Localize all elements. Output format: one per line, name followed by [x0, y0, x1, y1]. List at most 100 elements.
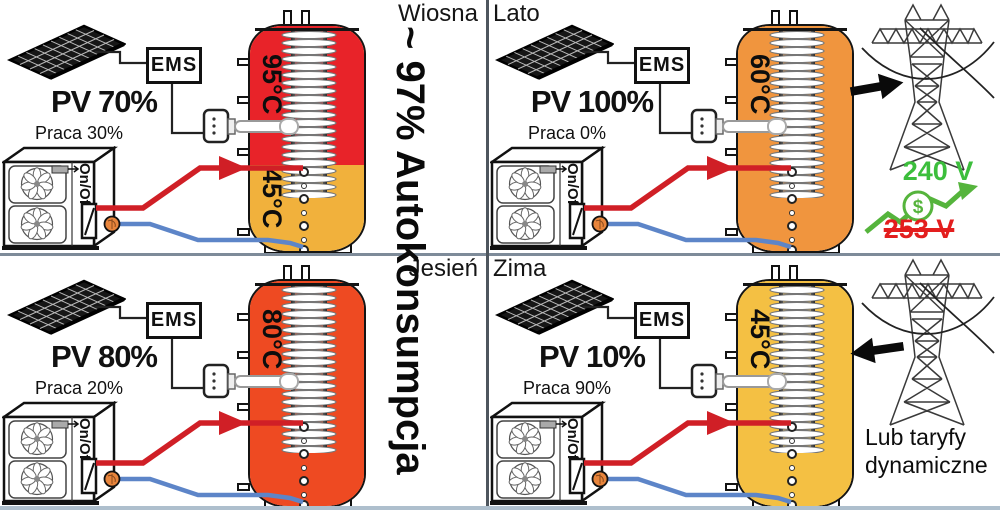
sensor-port-dot: [787, 449, 797, 459]
solar-panel-icon: [8, 279, 126, 335]
tank-temp-top-label: 95°C: [257, 54, 287, 115]
price-trend-icon: $: [864, 182, 978, 234]
solar-panel-icon: [8, 24, 126, 80]
season-quadrant: EMS PV 100% Praca 0% On/Of 60°C: [488, 0, 1000, 255]
season-label: Jesień: [408, 255, 478, 282]
electric-heater-icon: [690, 108, 788, 144]
tank-flange: [743, 28, 847, 31]
tank-flange: [255, 28, 359, 31]
vertical-divider: [486, 0, 489, 510]
ems-box: EMS: [634, 302, 690, 339]
tank-port: [725, 483, 738, 491]
sensor-port-dot: [301, 237, 307, 243]
sensor-port-dot: [301, 183, 307, 189]
heat-pump-onoff-label: On/Of: [564, 418, 581, 460]
heat-pump-icon: [2, 401, 122, 505]
tank-port: [725, 313, 738, 321]
tank-port: [237, 58, 250, 66]
sensor-port-dot: [789, 438, 795, 444]
sensor-port-dot: [787, 476, 797, 486]
solar-panel-icon: [496, 279, 614, 335]
heat-pump-icon: [490, 401, 610, 505]
sensor-port-dot: [299, 194, 309, 204]
bottom-edge-line: [0, 506, 1000, 510]
horizontal-divider: [0, 253, 1000, 256]
heatpump-duty-label: Praca 20%: [34, 378, 124, 398]
heat-pump-onoff-label: On/Of: [76, 163, 93, 205]
tank-port: [237, 96, 250, 104]
tank-port: [237, 228, 250, 236]
tank-port: [725, 96, 738, 104]
sensor-port-dot: [787, 422, 797, 432]
tank-temp-top-label: 60°C: [745, 54, 775, 115]
currency-symbol: $: [913, 197, 924, 218]
sensor-port-dot: [789, 465, 795, 471]
sensor-port-dot: [299, 245, 309, 251]
sensor-port-dot: [789, 183, 795, 189]
voltage-good-label: 240 V: [902, 156, 974, 186]
tank-port: [237, 148, 250, 156]
sensor-port-dot: [299, 476, 309, 486]
note-line: dynamiczne: [865, 452, 988, 478]
sensor-port-dot: [787, 221, 797, 231]
note-line: Lub taryfy: [865, 424, 966, 450]
tank-port: [725, 58, 738, 66]
ems-box: EMS: [146, 302, 202, 339]
buffer-tank: 45°C: [736, 279, 854, 508]
ems-box: EMS: [634, 47, 690, 84]
flow-arrow-icon: [219, 411, 247, 435]
heat-pump-onoff-label: On/Of: [76, 418, 93, 460]
flow-arrow-icon: [707, 156, 735, 180]
heatpump-duty-label: Praca 90%: [522, 378, 612, 398]
buffer-tank: 60°C: [736, 24, 854, 253]
tank-port: [237, 351, 250, 359]
ems-box: EMS: [146, 47, 202, 84]
sensor-port-dot: [787, 194, 797, 204]
tank-flange: [255, 283, 359, 286]
pv-percentage-label: PV 70%: [50, 84, 158, 119]
tank-temp-top-label: 45°C: [745, 309, 775, 370]
tank-port: [237, 313, 250, 321]
tank-temp-bottom-label: 45°C: [257, 168, 287, 229]
electric-heater-icon: [202, 108, 300, 144]
heat-pump-icon: [490, 146, 610, 250]
sensor-port-dot: [301, 210, 307, 216]
season-quadrant: EMS PV 10% Praca 90% On/Of 45°C: [488, 255, 1000, 510]
buffer-tank: 95°C 45°C: [248, 24, 366, 253]
season-label: Wiosna: [397, 0, 478, 27]
season-label: Zima: [493, 255, 547, 282]
heat-pump-onoff-label: On/Of: [564, 163, 581, 205]
heat-pump-icon: [2, 146, 122, 250]
sensor-port-dot: [299, 221, 309, 231]
flow-arrow-icon: [707, 411, 735, 435]
sensor-port-dot: [301, 438, 307, 444]
tank-port: [725, 351, 738, 359]
flow-arrow-icon: [219, 156, 247, 180]
pv-percentage-label: PV 80%: [50, 339, 158, 374]
sensor-port-dot: [299, 422, 309, 432]
tank-temp-top-label: 80°C: [257, 309, 287, 370]
sensor-port-dot: [789, 210, 795, 216]
season-label: Lato: [493, 0, 540, 27]
electric-heater-icon: [202, 363, 300, 399]
sensor-port-dot: [301, 492, 307, 498]
tank-port: [725, 403, 738, 411]
solar-panel-icon: [496, 24, 614, 80]
sensor-port-dot: [787, 245, 797, 251]
sensor-port-dot: [789, 237, 795, 243]
sensor-port-dot: [789, 492, 795, 498]
tank-port: [725, 228, 738, 236]
pv-percentage-label: PV 10%: [538, 339, 646, 374]
grid-import-arrow-icon: [850, 337, 905, 364]
sensor-port-dot: [301, 465, 307, 471]
heatpump-duty-label: Praca 30%: [34, 123, 124, 143]
electric-heater-icon: [690, 363, 788, 399]
buffer-tank: 80°C: [248, 279, 366, 508]
season-quadrant: EMS PV 70% Praca 30% On/Of 95°C 45°C: [0, 0, 488, 255]
sensor-port-dot: [787, 167, 797, 177]
dynamic-tariff-note: Lub taryfy dynamiczne: [865, 423, 988, 479]
grid-export-arrow-icon: [849, 73, 904, 100]
sensor-port-dot: [299, 449, 309, 459]
sensor-port-dot: [299, 167, 309, 177]
